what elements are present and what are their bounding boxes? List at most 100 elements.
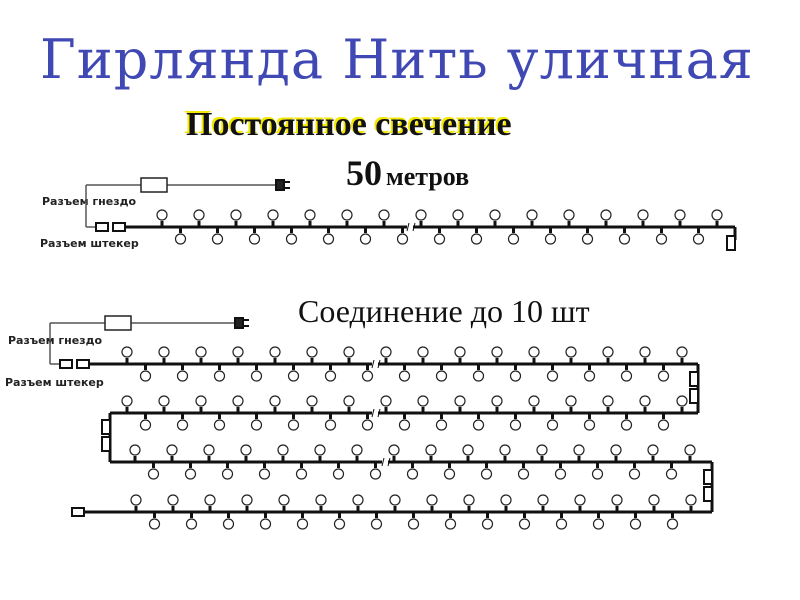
bulb-icon [574, 494, 586, 506]
bulb-icon [166, 444, 178, 456]
bulb-icon [544, 233, 557, 245]
bulb-icon [314, 444, 326, 456]
plug-label-1: Разъем штекер [40, 237, 139, 250]
bulb-icon [296, 518, 309, 530]
bulb-icon [398, 370, 411, 382]
plug-label-2: Разъем штекер [5, 376, 104, 389]
bulb-icon [443, 468, 456, 480]
bulb-icon [618, 233, 631, 245]
socket-connector [95, 222, 109, 232]
bulb-icon [158, 346, 170, 358]
bulb-icon [417, 346, 429, 358]
bulb-icon [176, 370, 189, 382]
bulb-icon [278, 494, 290, 506]
break-mark-icon [371, 408, 381, 418]
bulb-icon [648, 494, 660, 506]
bulb-icon [388, 444, 400, 456]
bulb-icon [676, 395, 688, 407]
bulb-icon [657, 370, 670, 382]
bulb-icon [232, 395, 244, 407]
bulb-icon [369, 468, 382, 480]
bulb-icon [129, 444, 141, 456]
bulb-icon [277, 444, 289, 456]
bulb-icon [139, 419, 152, 431]
bulb-icon [203, 444, 215, 456]
bulb-icon [361, 419, 374, 431]
bulb-icon [306, 346, 318, 358]
bulb-icon [156, 209, 168, 221]
plug-connector [112, 222, 126, 232]
bulb-icon [415, 209, 427, 221]
wire-break [407, 223, 413, 231]
bulb-icon [425, 444, 437, 456]
bulb-icon [396, 233, 409, 245]
bulb-icon [711, 209, 723, 221]
bulb-icon [472, 370, 485, 382]
bulb-icon [221, 468, 234, 480]
bulb-icon [174, 233, 187, 245]
page-title: Гирлянда Нить уличная [40, 28, 754, 91]
bulb-icon [211, 233, 224, 245]
bulb-icon [554, 468, 567, 480]
bulb-icon [435, 419, 448, 431]
bulb-icon [378, 209, 390, 221]
bulb-icon [647, 444, 659, 456]
connection-text: Соединение до 10 шт [298, 293, 590, 329]
bulb-icon [666, 518, 679, 530]
bulb-icon [259, 518, 272, 530]
bulb-icon [232, 346, 244, 358]
length-label: 50 метров [346, 152, 469, 194]
bulb-icon [433, 233, 446, 245]
bulb-icon [665, 468, 678, 480]
bulb-icon [470, 233, 483, 245]
bulb-icon [491, 395, 503, 407]
bulb-icon [324, 419, 337, 431]
socket-label-1: Разъем гнездо [42, 195, 137, 208]
bulb-icon [121, 395, 133, 407]
bulb-icon [481, 518, 494, 530]
bulb-icon [583, 370, 596, 382]
bulb-icon [565, 395, 577, 407]
bulb-icon [518, 518, 531, 530]
link-connector [101, 436, 111, 452]
bulb-icon [343, 346, 355, 358]
bulb-icon [489, 209, 501, 221]
end-connector [726, 235, 736, 251]
bulb-icon [637, 209, 649, 221]
link-connector [703, 469, 713, 485]
bulb-icon [370, 518, 383, 530]
bulb-icon [684, 444, 696, 456]
bulb-icon [148, 518, 161, 530]
bulb-icon [628, 468, 641, 480]
bulb-icon [158, 395, 170, 407]
bulb-icon [528, 346, 540, 358]
bulb-icon [600, 209, 612, 221]
bulb-icon [389, 494, 401, 506]
socket-connector [59, 359, 73, 369]
bulb-icon [452, 209, 464, 221]
bulb-icon [351, 444, 363, 456]
bulb-icon [185, 518, 198, 530]
bulb-icon [555, 518, 568, 530]
bulb-icon [591, 468, 604, 480]
bulb-icon [204, 494, 216, 506]
subtitle: Постоянное свечение [186, 106, 512, 143]
bulb-icon [250, 370, 263, 382]
bulb-icon [359, 233, 372, 245]
bulb-icon [454, 395, 466, 407]
bulb-icon [230, 209, 242, 221]
bulb-icon [213, 370, 226, 382]
bulb-icon [528, 395, 540, 407]
link-connector [689, 388, 699, 404]
bulb-icon [121, 346, 133, 358]
bulb-icon [184, 468, 197, 480]
bulb-icon [655, 233, 668, 245]
bulb-icon [222, 518, 235, 530]
bulb-icon [563, 209, 575, 221]
bulb-icon [517, 468, 530, 480]
bulb-icon [444, 518, 457, 530]
bulb-icon [398, 419, 411, 431]
plug-icon [234, 317, 249, 329]
bulb-icon [491, 346, 503, 358]
